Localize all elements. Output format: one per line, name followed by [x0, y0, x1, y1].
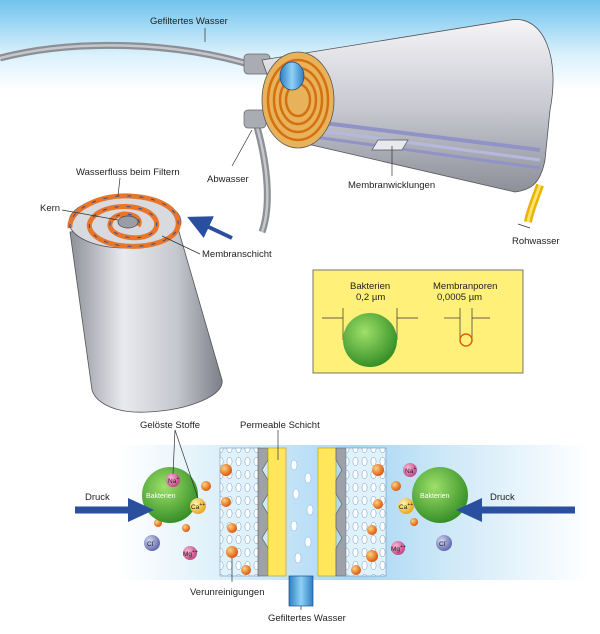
ion-ca-right: Ca++ [398, 498, 414, 514]
central-tube [279, 61, 305, 91]
osmosis-section: Bakterien Bakterien Na+ Ca++ Cl- Mg++ Na… [75, 420, 590, 624]
roll-core [117, 215, 139, 229]
permeable-layer-right [317, 447, 337, 577]
ion-na-left: Na+ [166, 473, 180, 487]
cartridge-band [299, 118, 541, 152]
pore-size: 0,0005 µm [437, 292, 482, 303]
bottom-fitting [243, 109, 267, 129]
svg-text:Mg++: Mg++ [391, 544, 406, 553]
bacteria-label: Bakterien [350, 281, 390, 292]
label-membrane-windings: Membranwicklungen [348, 180, 435, 191]
label-impurities: Verunreinigungen [190, 587, 264, 598]
label-pressure-left: Druck [85, 492, 110, 503]
label-membrane-layer: Membranschicht [202, 249, 272, 260]
label-water-flow: Wasserfluss beim Filtern [76, 167, 180, 178]
membrane-window [371, 139, 409, 151]
bacteria-size: 0,2 µm [356, 292, 385, 303]
impurity-balls [154, 464, 418, 575]
label-permeable-layer: Permeable Schicht [240, 420, 320, 431]
membrane-teeth-right [335, 447, 347, 577]
bacteria-circle [343, 313, 397, 367]
ion-mg-left: Mg++ [183, 546, 198, 560]
label-core: Kern [40, 203, 60, 214]
ion-cl-right: Cl- [436, 535, 452, 551]
roll-body [69, 217, 223, 413]
pore-circle [459, 333, 473, 347]
ion-na-right: Na+ [403, 463, 417, 477]
bacteria-right [412, 467, 468, 523]
membrane-roll: Wasserfluss beim Filtern Kern Membransch… [40, 167, 272, 413]
permeate-drops [290, 459, 314, 564]
bacteria-left-label: Bakterien [146, 493, 176, 500]
bacteria-left [142, 467, 198, 523]
permeable-layer-left [267, 447, 287, 577]
label-pressure-right: Druck [490, 492, 515, 503]
membrane-arrow [187, 216, 233, 240]
svg-text:Ca++: Ca++ [399, 502, 413, 511]
size-comparison-box: Bakterien 0,2 µm Membranporen 0,0005 µm [312, 269, 524, 374]
svg-text:Na+: Na+ [168, 476, 179, 485]
label-filtered-water-bottom: Gefiltertes Wasser [268, 613, 346, 624]
pore-label: Membranporen [433, 281, 497, 292]
label-dissolved-substances: Gelöste Stoffe [140, 420, 200, 431]
cartridge-body [261, 19, 554, 193]
bacteria-right-label: Bakterien [420, 493, 450, 500]
filter-cartridge: Gefiltertes Wasser Abwasser Membranwickl… [0, 16, 560, 247]
svg-text:Cl-: Cl- [147, 539, 155, 548]
ion-ca-left: Ca++ [190, 498, 206, 514]
ion-cl-left: Cl- [144, 535, 160, 551]
svg-text:Na+: Na+ [405, 466, 416, 475]
svg-text:Ca++: Ca++ [191, 502, 205, 511]
label-raw-water: Rohwasser [512, 236, 560, 247]
label-waste-water: Abwasser [207, 174, 249, 185]
filtered-water-outlet [288, 575, 314, 607]
ion-mg-right: Mg++ [391, 541, 406, 555]
info-box [312, 269, 524, 374]
svg-text:Mg++: Mg++ [183, 549, 198, 558]
svg-text:Cl-: Cl- [439, 539, 447, 548]
label-filtered-water-top: Gefiltertes Wasser [150, 16, 228, 27]
